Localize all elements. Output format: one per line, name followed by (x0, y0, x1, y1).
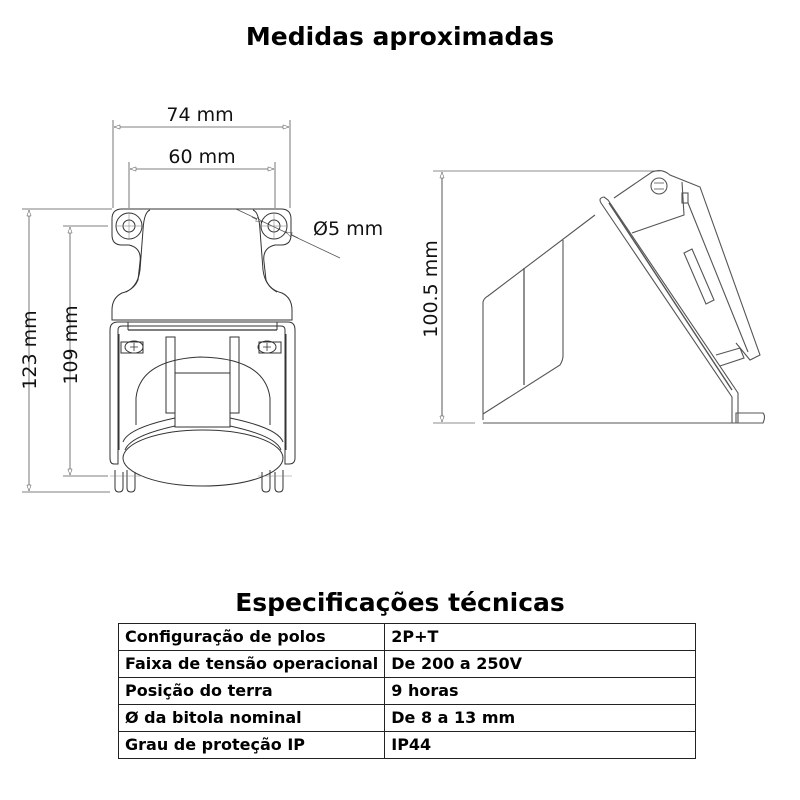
mounting-hole-left (115, 212, 143, 240)
spec-value: 9 horas (384, 677, 696, 705)
spec-table: Configuração de polos 2P+T Faixa de tens… (117, 623, 696, 759)
dim-label-109: 109 mm (60, 305, 82, 384)
dim-label-100-5: 100.5 mm (420, 240, 442, 337)
table-row: Grau de proteção IP IP44 (117, 731, 696, 759)
dimension-overall-height (22, 208, 112, 493)
spec-label: Posição do terra (117, 677, 386, 705)
technical-drawing: 74 mm 60 mm Ø5 mm 123 mm 109 mm 10 (19, 104, 766, 493)
feet-left (110, 470, 143, 493)
dim-label-123: 123 mm (19, 310, 41, 389)
screw-right (257, 340, 282, 354)
table-row: Configuração de polos 2P+T (117, 623, 696, 651)
spec-value: De 200 a 250V (384, 650, 696, 678)
dim-label-60: 60 mm (168, 146, 235, 168)
side-hinge-screw (650, 177, 668, 195)
spec-value: De 8 a 13 mm (384, 704, 696, 732)
page-title: Medidas aproximadas (245, 22, 555, 51)
spec-label: Faixa de tensão operacional (117, 650, 386, 678)
mounting-hole-right (260, 212, 288, 240)
side-plate (599, 196, 739, 424)
mounting-plate (111, 208, 293, 321)
screw-left (120, 340, 144, 354)
table-row: Faixa de tensão operacional De 200 a 250… (117, 650, 696, 678)
dimension-hole-diameter-leader (235, 208, 341, 259)
dimension-side-height (433, 170, 660, 424)
spec-value: 2P+T (384, 623, 696, 651)
side-base (482, 214, 596, 420)
dim-label-diameter: Ø5 mm (313, 218, 383, 240)
spec-table-title: Especificações técnicas (235, 588, 565, 617)
dimension-hole-spacing (128, 162, 276, 208)
spec-label: Grau de proteção IP (117, 731, 386, 759)
hinge-bar-right (229, 336, 240, 414)
socket-housing (109, 321, 296, 465)
table-row: Posição do terra 9 horas (117, 677, 696, 705)
spec-label: Ø da bitola nominal (117, 704, 386, 732)
side-slot (683, 248, 715, 305)
dimension-overall-width (112, 120, 291, 208)
lid-face (122, 429, 284, 487)
spec-value: IP44 (384, 731, 696, 759)
hinge-bar-left (165, 336, 176, 414)
dimension-hole-to-base (63, 225, 108, 477)
dim-label-74: 74 mm (166, 104, 233, 126)
front-view (22, 120, 341, 493)
lid-dome (135, 356, 271, 425)
spec-label: Configuração de polos (117, 623, 386, 651)
side-cover (613, 169, 761, 361)
feet-right (258, 470, 292, 493)
side-view (433, 169, 766, 424)
table-row: Ø da bitola nominal De 8 a 13 mm (117, 704, 696, 732)
